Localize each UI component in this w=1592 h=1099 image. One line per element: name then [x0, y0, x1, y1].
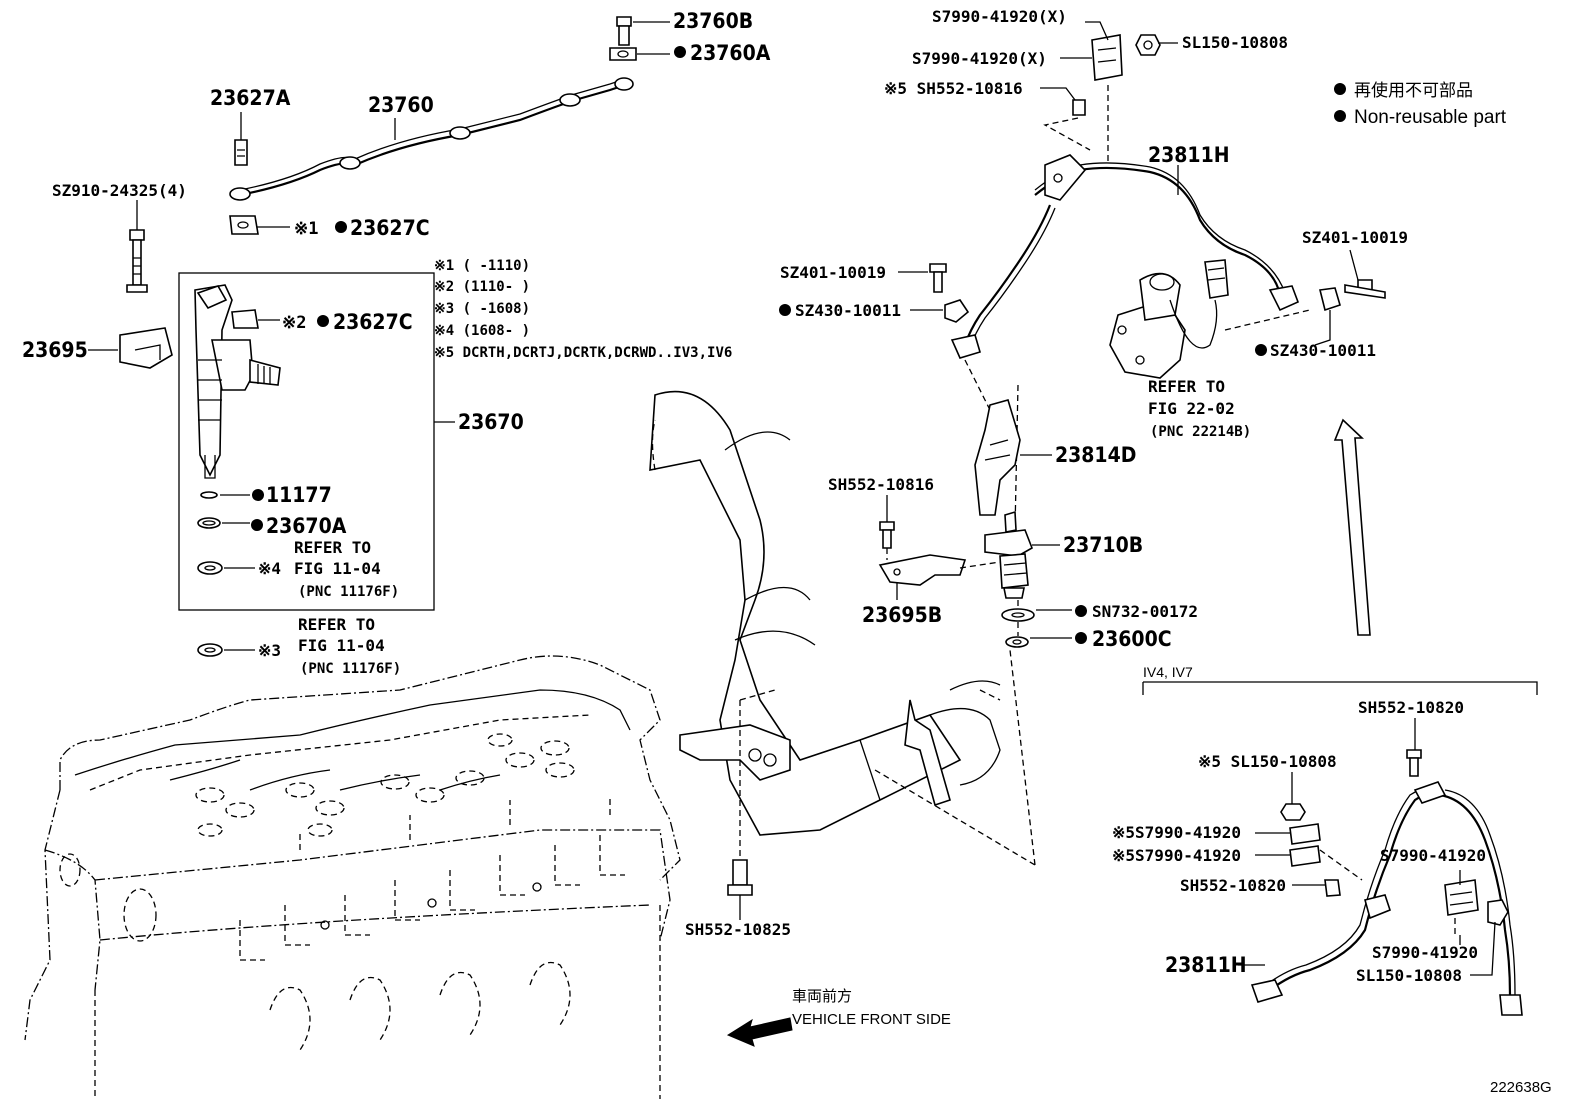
front-direction-arrow	[726, 1017, 793, 1047]
label-23627A: 23627A	[210, 86, 291, 110]
label-note2: ※2	[282, 313, 306, 333]
label-inset-SH552-top: SH552-10820	[1358, 698, 1464, 717]
label-SZ401-left: SZ401-10019	[780, 263, 886, 282]
label-23695: 23695	[22, 338, 88, 362]
note-4: ※4 (1608- )	[434, 323, 530, 339]
label-23627C-1: 23627C	[350, 216, 430, 240]
label-23814D: 23814D	[1055, 443, 1136, 467]
inset-iv4-iv7	[1142, 681, 1538, 1016]
refer2-line1: REFER TO	[298, 615, 375, 634]
label-23811H-top: 23811H	[1148, 143, 1230, 167]
label-inset-SL150: ※5 SL150-10808	[1198, 752, 1337, 771]
refer2-line3: (PNC 11176F)	[300, 661, 401, 677]
label-23710B: 23710B	[1063, 533, 1143, 557]
label-SH552-mid: SH552-10816	[828, 475, 934, 494]
label-23695B: 23695B	[862, 603, 942, 627]
label-inset-S7990-r1: S7990-41920	[1380, 846, 1486, 865]
label-23670A: 23670A	[266, 514, 347, 538]
label-S7990-top1: S7990-41920(X)	[932, 7, 1067, 26]
legend-jp: 再使用不可部品	[1354, 80, 1473, 100]
label-23760: 23760	[368, 93, 434, 117]
label-S7990-top2: S7990-41920(X)	[912, 49, 1047, 68]
label-23760A: 23760A	[690, 41, 771, 65]
label-SH552-top: ※5 SH552-10816	[884, 79, 1023, 98]
injector-kit-frame	[178, 272, 435, 611]
refer1-line3: (PNC 11176F)	[298, 584, 399, 600]
label-SN732: SN732-00172	[1092, 602, 1198, 621]
clamp-23695	[119, 229, 173, 369]
label-note3: ※3	[258, 641, 281, 660]
direction-jp: 車両前方	[792, 988, 852, 1005]
label-SH552-10825: SH552-10825	[685, 920, 791, 939]
label-23627C-2: 23627C	[333, 310, 413, 334]
inset-title: IV4, IV7	[1143, 664, 1193, 680]
note-5: ※5 DCRTH,DCRTJ,DCRTK,DCRWD..IV3,IV6	[434, 345, 732, 361]
legend-en: Non-reusable part	[1354, 107, 1507, 128]
refer2-line2: FIG 11-04	[298, 636, 385, 655]
refer3-line2: FIG 22-02	[1148, 399, 1235, 418]
injector-23670	[194, 284, 281, 657]
label-SZ910-24325: SZ910-24325(4)	[52, 181, 187, 200]
note-1: ※1 ( -1110)	[434, 258, 530, 274]
label-SL150-top: SL150-10808	[1182, 33, 1288, 52]
label-inset-23811H: 23811H	[1165, 953, 1247, 977]
cylinder-head-illustration	[24, 655, 681, 1099]
label-SZ430-left: SZ430-10011	[795, 301, 901, 320]
sensor-23710B	[878, 359, 1035, 648]
refer3-line1: REFER TO	[1148, 377, 1225, 396]
label-SZ401-right: SZ401-10019	[1302, 228, 1408, 247]
label-SZ430-right: SZ430-10011	[1270, 341, 1376, 360]
label-note1: ※1	[294, 219, 318, 239]
refer3-line3: (PNC 22214B)	[1150, 424, 1251, 440]
label-23670: 23670	[458, 410, 524, 434]
note-3: ※3 ( -1608)	[434, 301, 530, 317]
label-23600C: 23600C	[1092, 627, 1172, 651]
leakage-pipe-23760	[229, 16, 637, 235]
refer1-line2: FIG 11-04	[294, 559, 381, 578]
harness-23811H	[929, 34, 1386, 636]
label-inset-S7990-n2: ※5S7990-41920	[1112, 846, 1241, 865]
label-inset-SH552-left: SH552-10820	[1180, 876, 1286, 895]
label-inset-S7990-r2: S7990-41920	[1372, 943, 1478, 962]
note-2: ※2 (1110- )	[434, 279, 530, 295]
label-inset-SL150-r: SL150-10808	[1356, 966, 1462, 985]
figure-id: 222638G	[1490, 1079, 1552, 1096]
leader-lines	[88, 21, 1496, 976]
intake-pipe-illustration	[649, 390, 1036, 896]
label-note4: ※4	[258, 559, 281, 578]
non-reusable-markers	[251, 46, 1346, 644]
label-11177: 11177	[266, 483, 332, 507]
refer1-line1: REFER TO	[294, 538, 371, 557]
label-inset-S7990-n1: ※5S7990-41920	[1112, 823, 1241, 842]
direction-en: VEHICLE FRONT SIDE	[792, 1011, 951, 1028]
label-23760B: 23760B	[673, 9, 753, 33]
